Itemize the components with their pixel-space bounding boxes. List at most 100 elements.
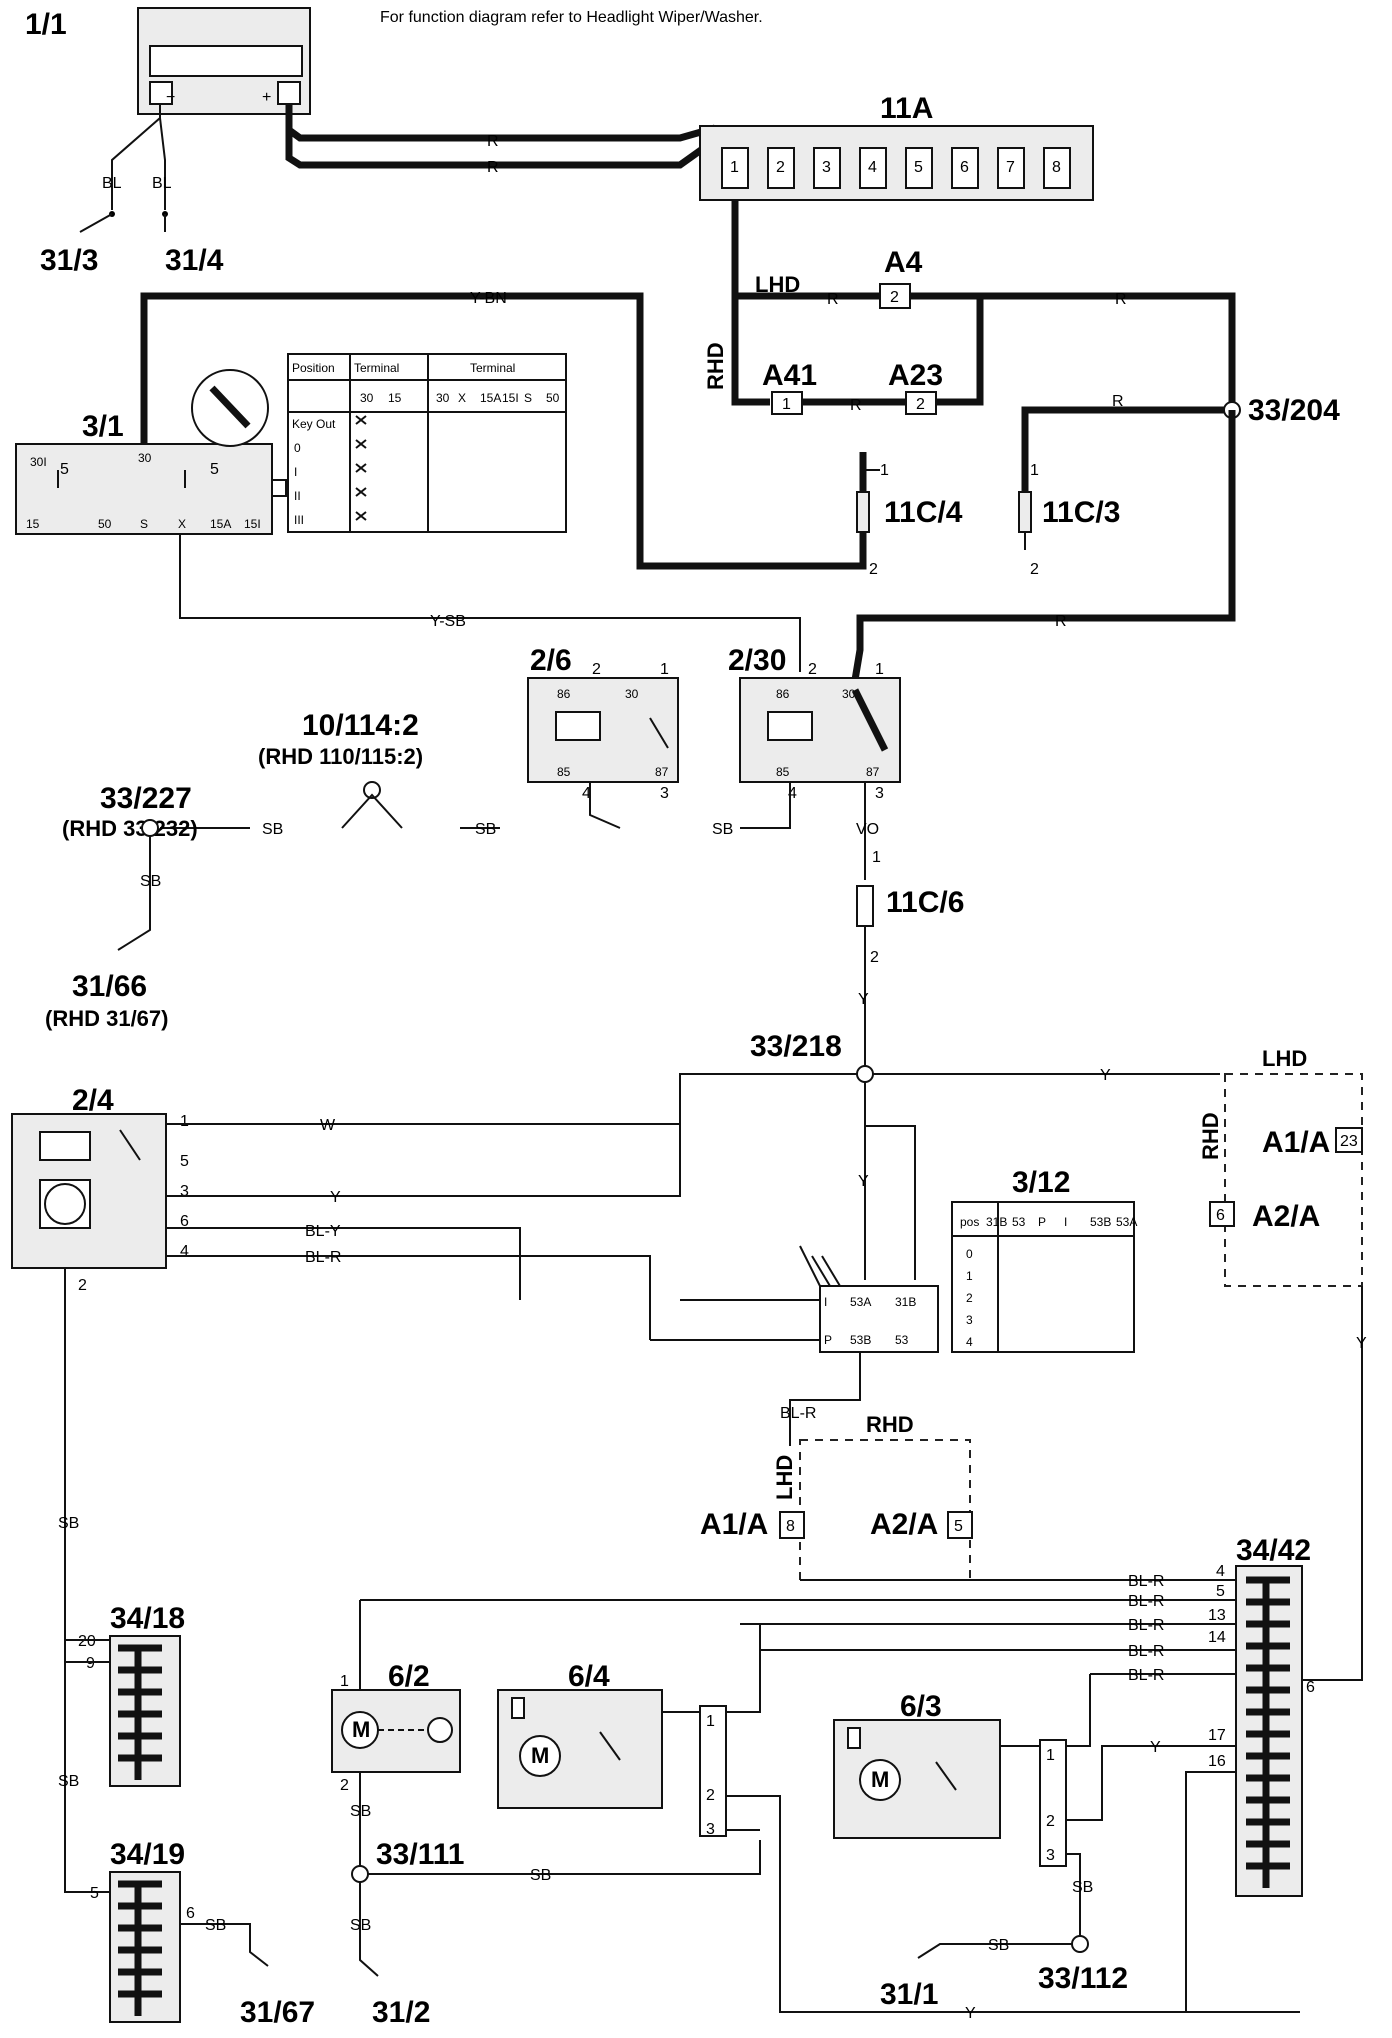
ign-terminal-b: 15A	[480, 391, 501, 405]
ign-terminal-a: 30	[360, 391, 374, 405]
switch-table-label: 3/12	[1012, 1166, 1070, 1199]
svg-text:5: 5	[90, 1885, 99, 1902]
conn-34-42-label: 34/42	[1236, 1534, 1311, 1567]
svg-text:1: 1	[706, 1713, 715, 1730]
ign-x-mark	[355, 463, 367, 473]
ign-terminal-b: S	[524, 391, 532, 405]
motor-6-4-symbol: M	[531, 1743, 549, 1768]
svg-text:6: 6	[1306, 1679, 1315, 1696]
fuse-a4-pin: 2	[890, 289, 899, 306]
ground-31-1: 31/1	[880, 1978, 938, 2011]
conn-11c3-label: 11C/3	[1042, 496, 1120, 529]
ws-pin-53: 53	[895, 1333, 909, 1347]
svg-text:−: −	[166, 89, 175, 106]
svg-text:2: 2	[808, 661, 817, 678]
svg-text:2: 2	[706, 1787, 715, 1804]
svg-text:85: 85	[776, 765, 790, 779]
ign-row-ii: II	[294, 489, 301, 503]
sw-table-col: pos	[960, 1215, 979, 1229]
fuse-slot	[905, 147, 933, 189]
wire-blr-3: BL-R	[1128, 1573, 1164, 1590]
fuse-a23-label: A23	[888, 359, 943, 392]
wire-sb-3: SB	[712, 821, 733, 838]
relay-2-6: 2/6 86 30 85 87 2 1 4 3	[527, 644, 679, 802]
module-a2a-label-1: A2/A	[1252, 1200, 1320, 1233]
svg-text:3: 3	[180, 1183, 189, 1200]
label-rhd-1: RHD	[703, 342, 728, 390]
ign-pin-30: 30	[138, 451, 152, 465]
wiper-switch: 53A 31B 53B 53 P I	[819, 1285, 939, 1353]
fuse-number: 2	[776, 159, 785, 176]
wire-vo: VO	[856, 821, 879, 838]
motor-6-4: 6/4 M	[497, 1660, 727, 1837]
conn-34-19-label: 34/19	[110, 1838, 185, 1871]
sw-table-row: 3	[966, 1313, 973, 1327]
wire-sb-5: SB	[58, 1515, 79, 1532]
svg-text:5: 5	[180, 1153, 189, 1170]
svg-text:1: 1	[660, 661, 669, 678]
fuse-number: 5	[914, 159, 923, 176]
svg-text:14: 14	[1208, 1629, 1226, 1646]
ws-pin-31b: 31B	[895, 1295, 916, 1309]
wire-sb-11: SB	[1072, 1879, 1093, 1896]
wire-y-4: Y	[1356, 1335, 1367, 1352]
wire-blr-4: BL-R	[1128, 1593, 1164, 1610]
fuse-a23-pin: 2	[916, 396, 925, 413]
wire-blr-5: BL-R	[1128, 1617, 1164, 1634]
wire-sb-2: SB	[475, 821, 496, 838]
pin-a1a-8: 8	[786, 1518, 795, 1535]
svg-text:4: 4	[180, 1243, 189, 1260]
ws-pin-p: P	[824, 1333, 832, 1347]
fuse-a41-pin: 1	[782, 396, 791, 413]
svg-text:3: 3	[1046, 1847, 1055, 1864]
svg-text:9: 9	[86, 1655, 95, 1672]
svg-text:2: 2	[592, 661, 601, 678]
pin-a2a-5: 5	[954, 1518, 963, 1535]
wire-blr-7: BL-R	[1128, 1667, 1164, 1684]
svg-text:5: 5	[60, 461, 69, 478]
ws-pin-53b: 53B	[850, 1333, 871, 1347]
fuse-slot	[767, 147, 795, 189]
wire-bl-1: BL	[102, 175, 122, 192]
svg-text:5: 5	[210, 461, 219, 478]
wire-sb-4: SB	[140, 873, 161, 890]
svg-text:1: 1	[1046, 1747, 1055, 1764]
ign-row-key-out: Key Out	[292, 417, 336, 431]
switch-10-114[interactable]	[363, 781, 381, 799]
wire-sb-7: SB	[205, 1917, 226, 1934]
splice-33-112-label: 33/112	[1038, 1962, 1128, 1995]
svg-text:16: 16	[1208, 1753, 1226, 1770]
sw-table-row: 2	[966, 1291, 973, 1305]
wire-y-5: Y	[330, 1189, 341, 1206]
ign-pin-15a: 15A	[210, 517, 231, 531]
svg-text:4: 4	[582, 785, 591, 802]
fuse-number: 4	[868, 159, 877, 176]
wire-ysb: Y-SB	[430, 613, 466, 630]
connector-34-18: 34/18	[109, 1602, 185, 1787]
svg-text:2: 2	[1030, 561, 1039, 578]
fuse-a41-label: A41	[762, 359, 817, 392]
fuse-number: 6	[960, 159, 969, 176]
fuse-slot	[997, 147, 1025, 189]
svg-text:1: 1	[1030, 462, 1039, 479]
label-rhd-2: RHD	[1198, 1112, 1223, 1160]
svg-text:6: 6	[180, 1213, 189, 1230]
wire-blr-2: BL-R	[780, 1405, 816, 1422]
label-lhd-2: LHD	[1262, 1046, 1307, 1071]
relay-2-4: 2/4	[11, 1084, 167, 1269]
battery-label: 1/1	[25, 8, 67, 41]
fuse-slot	[721, 147, 749, 189]
svg-text:4: 4	[788, 785, 797, 802]
module-a1a-label-1: A1/A	[1262, 1126, 1330, 1159]
conn-11c4-label: 11C/4	[884, 496, 963, 529]
wire-y-1: Y	[858, 991, 869, 1008]
fuse-number: 7	[1006, 159, 1015, 176]
battery: 1/1 − +	[25, 7, 311, 115]
wire-r-2: R	[487, 159, 499, 176]
fuse-number: 8	[1052, 159, 1061, 176]
svg-text:3: 3	[875, 785, 884, 802]
ign-x-mark	[355, 415, 367, 425]
ground-31-2: 31/2	[372, 1996, 430, 2029]
svg-text:1: 1	[875, 661, 884, 678]
